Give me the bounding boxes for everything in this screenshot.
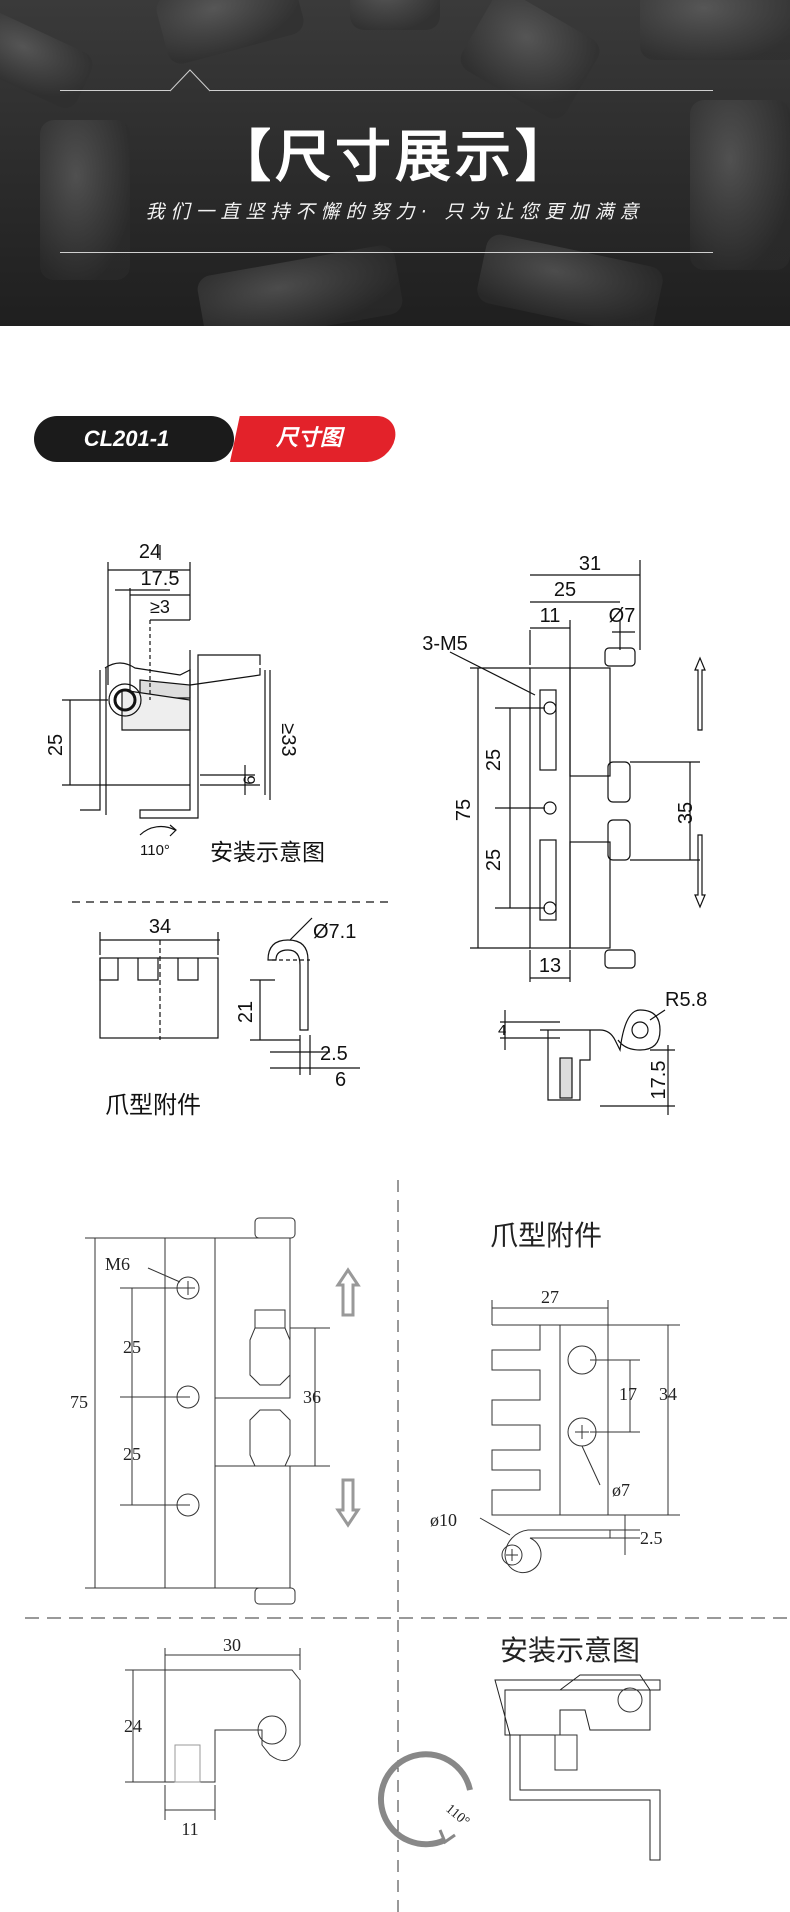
- dim-34: 34: [659, 1384, 677, 1404]
- angle-110: 110°: [140, 842, 170, 859]
- banner-bolt-decoration: [153, 0, 307, 67]
- banner-bolt-decoration: [474, 232, 666, 326]
- banner-divider: [60, 252, 713, 253]
- dim-34: 34: [149, 916, 171, 938]
- banner-bolt-decoration: [195, 243, 405, 326]
- dim-35: 35: [675, 802, 697, 824]
- dim-11: 11: [181, 1819, 198, 1839]
- banner-subtitle: 我们一直坚持不懈的努力· 只为让您更加满意: [145, 201, 645, 223]
- dim-25-b: 25: [483, 849, 505, 871]
- dim-dia10: ø10: [430, 1510, 457, 1530]
- dim-dia7: Ø7: [609, 605, 636, 627]
- dim-27: 27: [541, 1287, 559, 1307]
- dim-dia7-1: Ø7.1: [313, 921, 356, 943]
- dim-30: 30: [223, 1635, 241, 1655]
- header-banner: 【尺寸展示】 我们一直坚持不懈的努力· 只为让您更加满意: [0, 0, 790, 326]
- pill-dark-part: [34, 416, 234, 462]
- banner-divider: [210, 90, 713, 91]
- banner-bolt-decoration: [455, 0, 605, 124]
- install-diagram-label-2: 安装示意图: [500, 1634, 640, 1667]
- lower-dimension-drawing: M6 75 25 25 36 爪型附件 27 17 34 ø7 ø10 2.5 …: [25, 1180, 790, 1912]
- banner-chevron: [169, 69, 211, 92]
- model-number: CL201-1: [83, 426, 170, 451]
- dim-6: 6: [240, 775, 259, 784]
- dim-ge33: ≥33: [277, 723, 299, 756]
- dim-24: 24: [124, 1716, 142, 1736]
- dim-75: 75: [70, 1392, 88, 1412]
- dim-75: 75: [453, 799, 475, 821]
- dim-dia7: ø7: [612, 1480, 630, 1500]
- dim-13: 13: [539, 955, 561, 977]
- dim-25-a: 25: [123, 1337, 141, 1357]
- dim-17: 17: [619, 1384, 637, 1404]
- banner-title: 【尺寸展示】: [215, 125, 575, 190]
- dim-24: 24: [139, 541, 161, 563]
- dim-2-5: 2.5: [320, 1043, 348, 1065]
- install-diagram-label: 安装示意图: [210, 840, 325, 866]
- banner-bolt-decoration: [640, 0, 790, 60]
- dim-6b: 6: [335, 1069, 346, 1091]
- dim-21: 21: [235, 1001, 257, 1023]
- banner-bolt-decoration: [690, 100, 790, 270]
- banner-bolt-decoration: [40, 120, 130, 280]
- dim-r5-8: R5.8: [665, 989, 707, 1011]
- upper-dimension-drawing: 24 17.5 ≥3 25 ≥33 6 110° 安装示意图 34 21 Ø7.…: [45, 541, 707, 1119]
- dim-4: 4: [498, 1022, 506, 1039]
- banner-bolt-decoration: [0, 7, 98, 113]
- dim-ge3: ≥3: [150, 597, 170, 617]
- section-pill: CL201-1 尺寸图: [34, 416, 400, 462]
- dim-17-5: 17.5: [141, 568, 180, 590]
- dim-17-5b: 17.5: [648, 1061, 670, 1100]
- dim-36: 36: [303, 1387, 321, 1407]
- dim-25-top: 25: [554, 579, 576, 601]
- thread-m6: M6: [105, 1254, 130, 1274]
- banner-divider: [60, 90, 170, 91]
- section-label: 尺寸图: [275, 426, 342, 451]
- claw-accessory-label: 爪型附件: [105, 1091, 201, 1119]
- dim-31: 31: [579, 553, 601, 575]
- dim-25-b: 25: [123, 1444, 141, 1464]
- dim-25-a: 25: [483, 749, 505, 771]
- claw-accessory-label-2: 爪型附件: [490, 1219, 602, 1252]
- angle-110: 110°: [442, 1802, 472, 1830]
- banner-bolt-decoration: [350, 0, 440, 30]
- dim-2-5: 2.5: [640, 1528, 663, 1548]
- thread-3-m5: 3-M5: [422, 633, 468, 655]
- dim-11: 11: [540, 605, 561, 627]
- dim-25-left: 25: [45, 734, 67, 756]
